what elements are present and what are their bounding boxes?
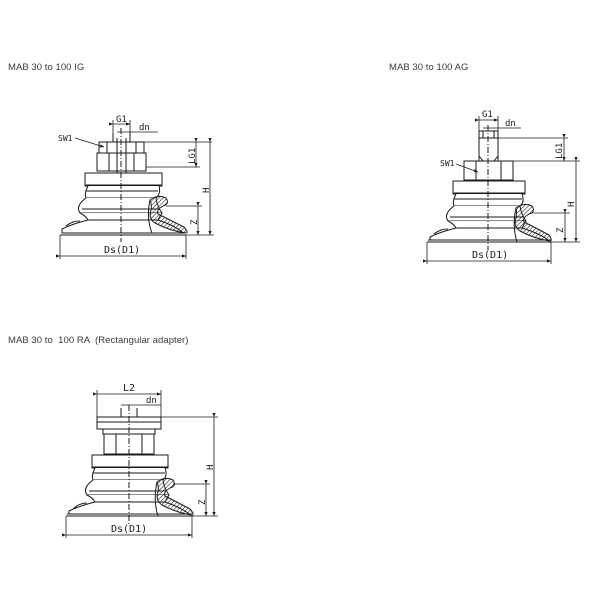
dimensions-ag xyxy=(423,116,580,264)
vacuum-cup-ag xyxy=(427,125,552,250)
dimensions-ra xyxy=(62,390,218,538)
vacuum-cup-ig xyxy=(60,128,188,242)
label-lg1-ag: LG1 xyxy=(555,143,565,159)
label-sw1-ig: SW1 xyxy=(58,134,73,143)
drawing-title-ig: MAB 30 to 100 IG xyxy=(8,62,85,73)
label-h-ig: H xyxy=(202,188,212,193)
vacuum-cup-ra xyxy=(66,405,194,524)
dimensions-ig xyxy=(56,120,214,259)
label-lg1-ig: LG1 xyxy=(188,148,198,164)
label-ds-ra: Ds(D1) xyxy=(111,524,147,535)
label-g1-ig: G1 xyxy=(116,115,127,125)
label-ds-ig: Ds(D1) xyxy=(104,245,140,256)
label-l2-ra: L2 xyxy=(123,383,135,394)
label-sw1-ag: SW1 xyxy=(440,159,455,168)
label-dn-ig: dn xyxy=(139,123,150,133)
label-g1-ag: G1 xyxy=(482,110,493,120)
label-z-ag: Z xyxy=(556,227,566,233)
label-z-ig: Z xyxy=(190,219,200,225)
label-z-ra: Z xyxy=(198,499,208,505)
label-ds-ag: Ds(D1) xyxy=(472,250,508,261)
drawing-title-ra: MAB 30 to 100 RA (Rectangular adapter) xyxy=(8,335,189,346)
label-h-ag: H xyxy=(567,202,577,207)
drawing-title-ag: MAB 30 to 100 AG xyxy=(389,62,469,73)
label-dn-ag: dn xyxy=(505,119,516,129)
label-h-ra: H xyxy=(206,465,216,470)
label-dn-ra: dn xyxy=(146,396,157,406)
